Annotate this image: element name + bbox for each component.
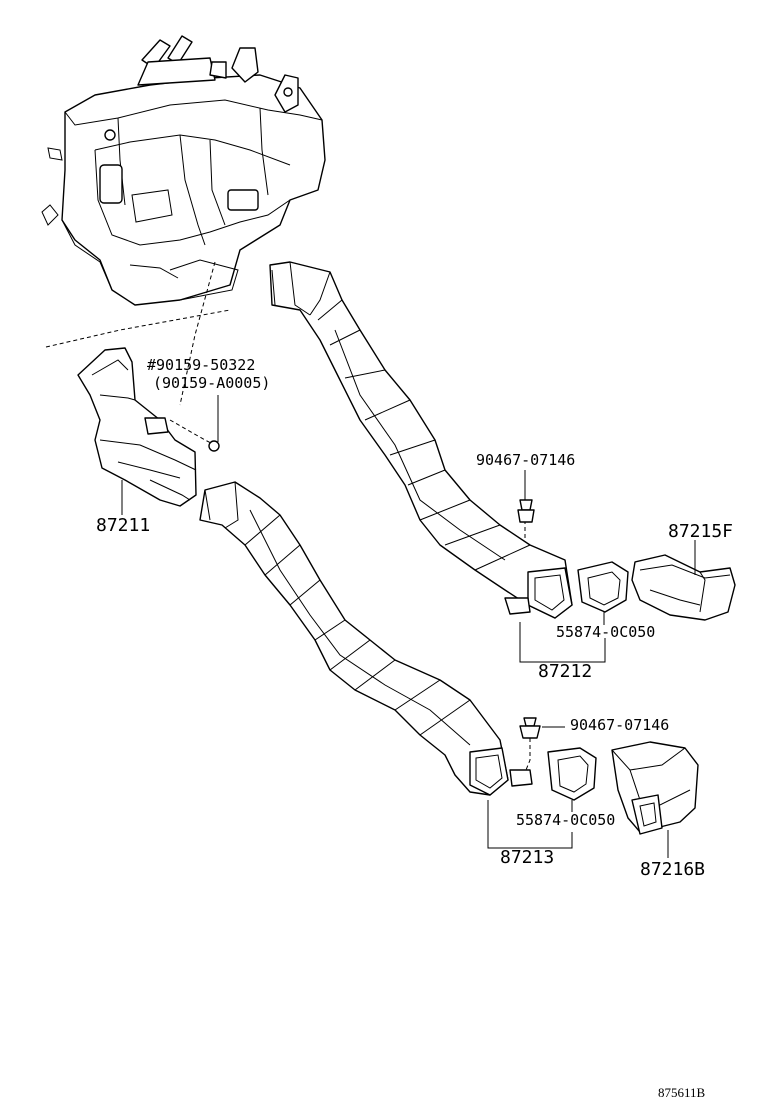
heater-unit-assembly bbox=[41, 35, 326, 306]
label-90159-a0005: (90159-A0005) bbox=[153, 374, 271, 392]
label-87213: 87213 bbox=[500, 847, 555, 868]
duct-87211-shape bbox=[77, 347, 220, 507]
label-55874-0c050-lower: 55874-0C050 bbox=[516, 811, 616, 829]
label-87211: 87211 bbox=[96, 515, 151, 536]
label-87215f: 87215F bbox=[668, 521, 734, 542]
label-90159-50322: #90159-50322 bbox=[147, 356, 256, 374]
clip-lower-shape bbox=[519, 717, 541, 739]
label-90467-07146-upper: 90467-07146 bbox=[476, 451, 576, 469]
clip-upper-shape bbox=[517, 499, 535, 523]
label-55874-0c050-upper: 55874-0C050 bbox=[556, 623, 656, 641]
label-87212: 87212 bbox=[538, 661, 593, 682]
duct-87213-shape bbox=[199, 481, 533, 796]
diagram-reference-number: 875611B bbox=[658, 1085, 706, 1100]
duct-87212-shape bbox=[269, 261, 573, 619]
seal-lower-shape bbox=[547, 747, 597, 801]
outlet-87216b-shape bbox=[611, 741, 699, 835]
label-90467-07146-lower: 90467-07146 bbox=[570, 716, 670, 734]
outlet-87215f-shape bbox=[631, 554, 736, 621]
label-87216b: 87216B bbox=[640, 859, 706, 880]
